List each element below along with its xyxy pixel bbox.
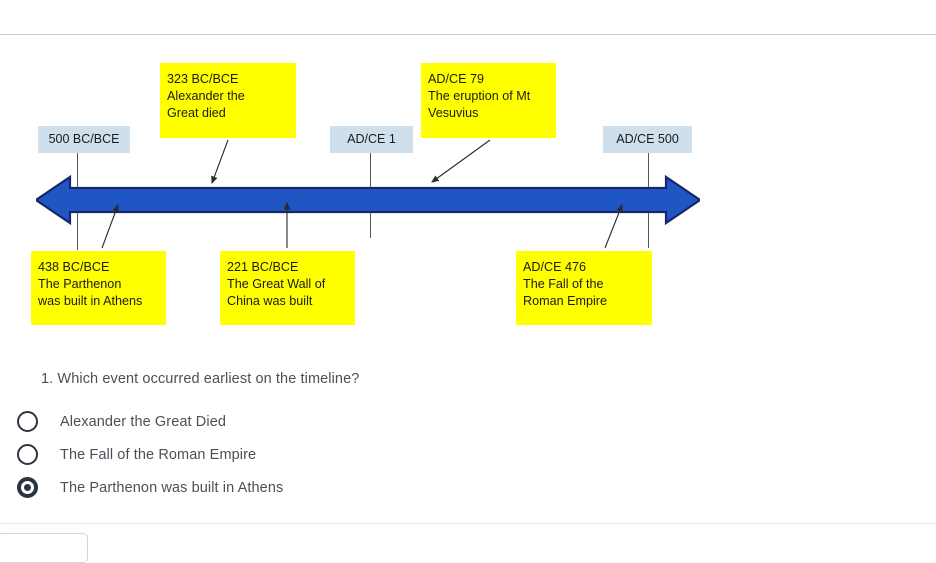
- event-box-parthenon: 438 BC/BCE The Parthenon was built in At…: [31, 251, 166, 325]
- option-row-2[interactable]: The Fall of the Roman Empire: [0, 438, 936, 471]
- radio-button-icon-option-3[interactable]: [17, 477, 38, 498]
- date-chip-adce-1: AD/CE 1: [330, 126, 413, 153]
- leader-arrows: [101, 139, 623, 249]
- option-label-3: The Parthenon was built in Athens: [60, 479, 284, 496]
- bottom-action-button[interactable]: [0, 533, 88, 563]
- option-label-1: Alexander the Great Died: [60, 413, 227, 430]
- event-box-fall-of-rome: AD/CE 476 The Fall of the Roman Empire: [516, 251, 652, 325]
- bottom-divider: [0, 523, 936, 524]
- date-chip-500-bce: 500 BC/BCE: [38, 126, 130, 153]
- event-box-alexander-the-great: 323 BC/BCE Alexander the Great died: [160, 63, 296, 138]
- answer-options-list: Alexander the Great Died The Fall of the…: [0, 405, 936, 504]
- event-box-mt-vesuvius: AD/CE 79 The eruption of Mt Vesuvius: [421, 63, 556, 138]
- option-label-2: The Fall of the Roman Empire: [60, 446, 257, 463]
- date-chip-adce-500: AD/CE 500: [603, 126, 692, 153]
- event-box-great-wall: 221 BC/BCE The Great Wall of China was b…: [220, 251, 355, 325]
- radio-button-icon-option-1[interactable]: [17, 411, 38, 432]
- question-text: 1. Which event occurred earliest on the …: [41, 371, 360, 387]
- timeline-arrow-bar: [36, 174, 700, 226]
- top-divider: [0, 34, 936, 35]
- radio-button-icon-option-2[interactable]: [17, 444, 38, 465]
- option-row-1[interactable]: Alexander the Great Died: [0, 405, 936, 438]
- timeline-graphic: 500 BC/BCE AD/CE 1 AD/CE 500 323 BC/BCE …: [0, 35, 936, 335]
- option-row-3[interactable]: The Parthenon was built in Athens: [0, 471, 936, 504]
